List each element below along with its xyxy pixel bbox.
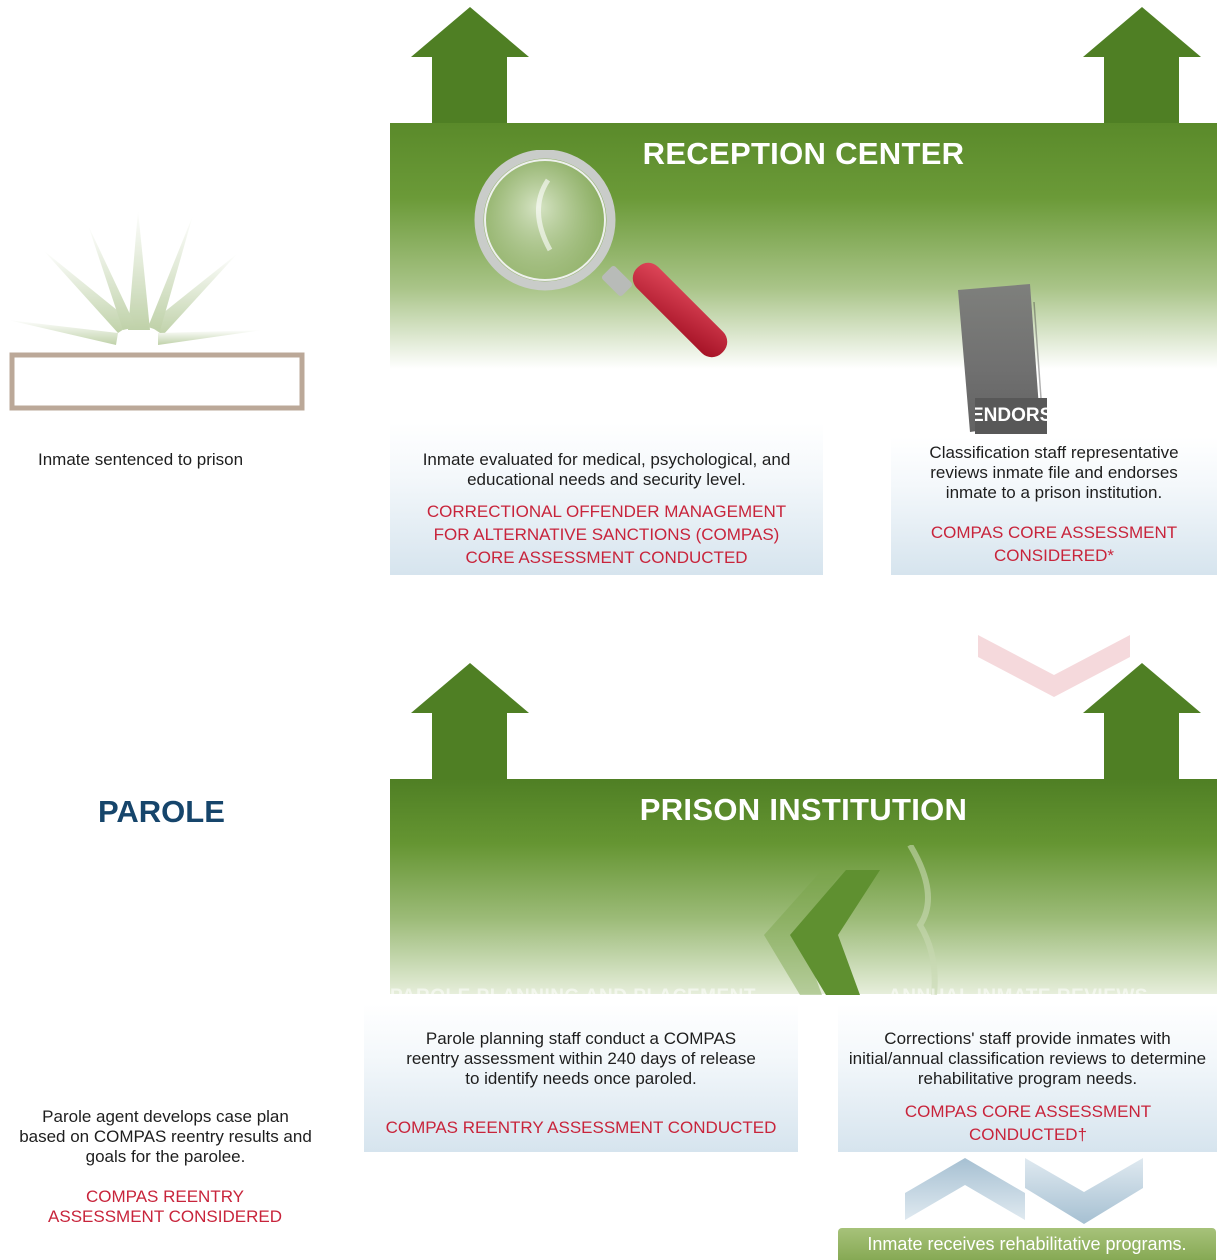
up-arrow-left: [411, 7, 529, 57]
reception-title: RECEPTION CENTER: [642, 136, 965, 171]
up-arrow-left-stem: [432, 56, 507, 126]
sentenced-label: Inmate sentenced to prison: [38, 450, 244, 469]
endorsement-label: ENDORSEMENT: [975, 405, 1047, 426]
reviews-panel: Corrections' staff provide inmates with …: [838, 1004, 1217, 1152]
planning-panel: Parole planning staff conduct a COMPAS r…: [364, 1004, 798, 1152]
document-icon: [958, 284, 1043, 432]
gavel-icon: [8, 210, 305, 411]
evaluation-assessment: CORRECTIONAL OFFENDER MANAGEMENT FOR ALT…: [426, 502, 787, 567]
parole-agent-text: Parole agent develops case plan based on…: [19, 1107, 312, 1166]
reviews-label: ANNUAL INMATE REVIEWS: [888, 980, 1178, 996]
up-arrow-right: [1083, 7, 1201, 57]
institution-title: PRISON INSTITUTION: [639, 792, 968, 827]
planning-assessment: COMPAS REENTRY ASSESSMENT CONDUCTED: [385, 1118, 777, 1137]
evaluation-text: Inmate evaluated for medical, psychologi…: [422, 450, 791, 489]
up-arrow-left-2: [411, 663, 529, 713]
up-arrow-left-2-stem: [432, 712, 507, 782]
endorsement-panel: Classification staff representative revi…: [891, 437, 1217, 575]
endorsement-assessment: COMPAS CORE ASSESSMENT CONSIDERED*: [930, 523, 1178, 565]
magnifier-icon: [474, 150, 728, 358]
up-arrow-right-2-stem: [1104, 712, 1179, 782]
down-chevron-icon: [1025, 1158, 1143, 1224]
endorsement-label-box: ENDORSEMENT: [975, 398, 1047, 434]
reviews-assessment: COMPAS CORE ASSESSMENT CONDUCTED†: [904, 1102, 1152, 1144]
reviews-text: Corrections' staff provide inmates with …: [848, 1029, 1207, 1088]
planning-text: Parole planning staff conduct a COMPAS r…: [406, 1029, 756, 1088]
programs-bar: Inmate receives rehabilitative programs.: [838, 1228, 1216, 1260]
institution-banner: PRISON INSTITUTION: [390, 779, 1217, 994]
chevron-icon: [764, 845, 938, 995]
evaluation-panel: Inmate evaluated for medical, psychologi…: [390, 423, 823, 575]
up-chevron-icon: [905, 1158, 1025, 1220]
endorsement-text: Classification staff representative revi…: [929, 443, 1179, 502]
parole-agent-assessment: COMPAS REENTRY ASSESSMENT CONSIDERED: [48, 1187, 282, 1226]
planning-label: PAROLE PLANNING AND PLACEMENT: [390, 980, 780, 996]
up-arrow-right-stem: [1104, 56, 1179, 126]
up-arrow-right-2: [1083, 663, 1201, 713]
parole-title: PAROLE: [98, 794, 225, 829]
